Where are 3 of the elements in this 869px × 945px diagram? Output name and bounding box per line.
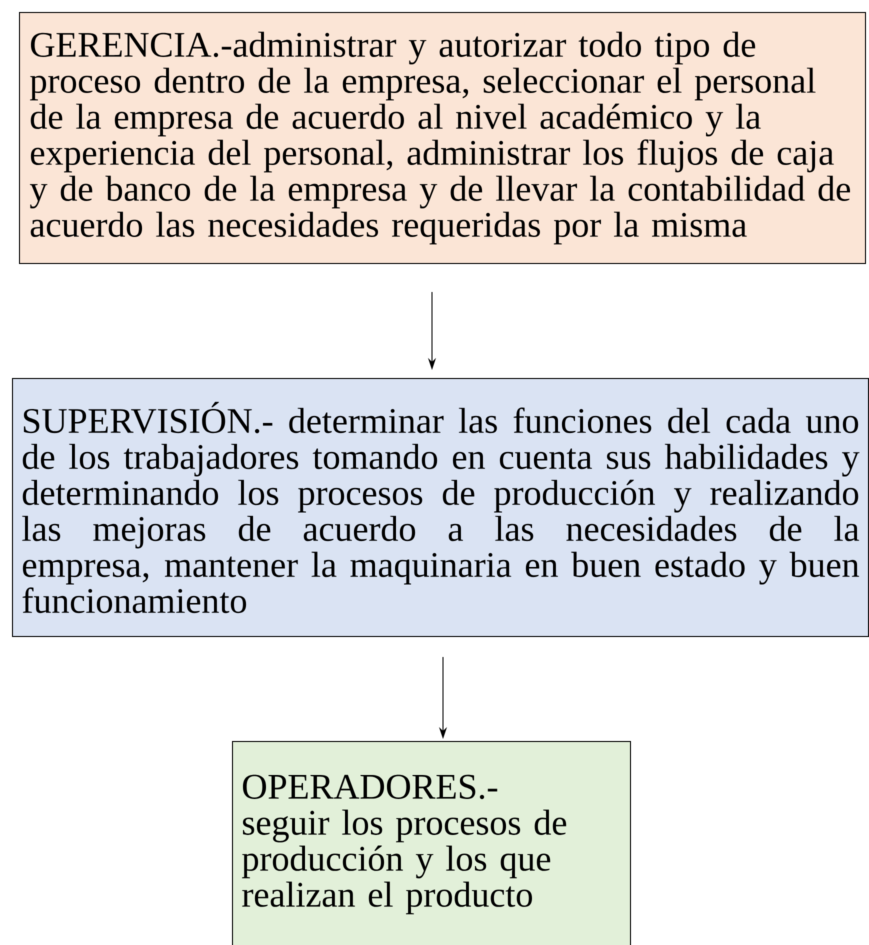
text-box: SUPERVISIÓN.- determinar las funciones del cada uno de los trabajadores tomando en cuenta sus habilidades y determinando los procesos de producción y realizando las mejoras de acuerdo a las necesidades de la empresa, mantener la maquinaria en buen estado y buen funcionamiento	[12, 378, 869, 637]
text-box: OPERADORES.- seguir los procesos de producción y los que realizan el producto	[232, 741, 631, 945]
text-box: GERENCIA.-administrar y autorizar todo tipo de proceso dentro de la empresa, seleccionar el personal de la empresa de acuerdo al nivel académico y la experiencia del personal, administrar los flujos de caja y de banco de la empresa y de llevar la contabilidad de acuerdo las necesidades requeridas por la misma	[19, 12, 866, 264]
